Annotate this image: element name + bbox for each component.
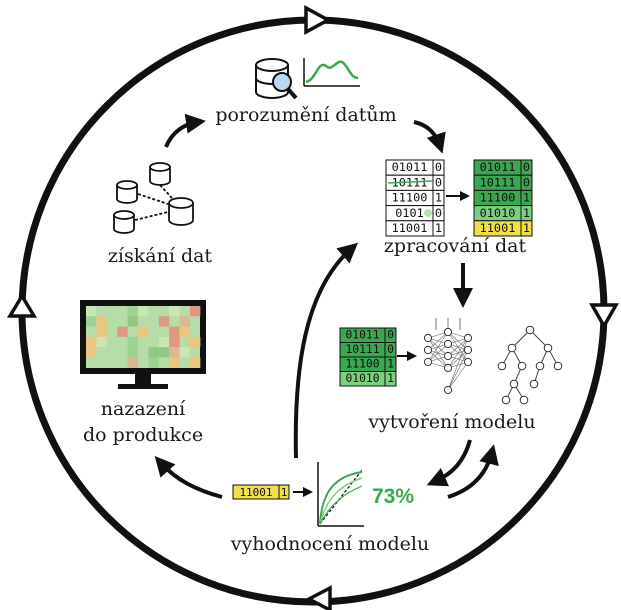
table-cell <box>520 220 533 237</box>
stage-understanding-label: porozumění datům <box>215 104 396 126</box>
accuracy-value: 73% <box>372 485 414 508</box>
stage-collection-label: získání dat <box>108 245 213 267</box>
table-label-bit: 0 <box>435 160 442 174</box>
ring-arrow-bottom <box>305 585 332 610</box>
removed-row-mark <box>387 180 435 184</box>
arrow-evaluation-to-processing <box>293 242 359 459</box>
ring-arrow-top <box>304 5 332 35</box>
model-input-table: 01011 0 10111 0 11100 1 01010 1 <box>339 327 397 387</box>
table-bits: 11100 <box>345 358 379 371</box>
table-label-bit: 0 <box>387 329 394 342</box>
table-bits: 01011 <box>480 160 516 174</box>
table-label-bit: 1 <box>523 191 530 205</box>
distribution-chart-icon <box>303 58 360 87</box>
stage-processing-label: zpracování dat <box>384 235 527 257</box>
table-label-bit: 1 <box>387 358 394 371</box>
monitor-dashboard-icon <box>80 300 206 389</box>
eval-bits: 11001 <box>239 486 272 499</box>
evaluation-data-row: 11001 1 <box>232 484 290 500</box>
table-label-bit: 1 <box>435 191 442 205</box>
table-cell <box>384 371 397 387</box>
table-bits: 11100 <box>392 191 428 205</box>
eval-label-bit: 1 <box>281 486 288 499</box>
table-bits: 01011 <box>345 329 379 342</box>
arrow-evaluation-to-modeling <box>447 444 499 499</box>
arrow-modeling-to-evaluation <box>426 439 472 487</box>
table-bits: 11001 <box>480 221 516 235</box>
table-label-bit: 1 <box>523 221 530 235</box>
table-label-bit: 1 <box>523 206 530 220</box>
table-bits: 10111 <box>480 175 516 189</box>
table-bits: 01010 <box>480 206 516 220</box>
table-bits: 0101 <box>395 206 424 220</box>
decision-tree-icon <box>497 325 563 405</box>
table-label-bit: 1 <box>387 372 394 385</box>
table-bits: 01010 <box>345 372 379 385</box>
arrow-understanding-to-processing <box>413 120 446 154</box>
table-bits: 10111 <box>345 343 379 356</box>
table-cell <box>432 220 445 237</box>
table-bits: 11001 <box>392 221 428 235</box>
neural-network-icon <box>423 318 473 395</box>
ring-arrow-left <box>6 292 38 318</box>
arrow-evaluation-to-deployment <box>154 456 223 499</box>
stage-deployment-label-line1: nazazení <box>101 398 186 420</box>
ring-arrow-right <box>588 303 620 330</box>
table-label-bit: 0 <box>435 175 442 189</box>
stage-modeling-label: vytvoření modelu <box>367 411 535 433</box>
table-label-bit: 0 <box>523 160 530 174</box>
table-bits: 01011 <box>392 160 428 174</box>
table-label-bit: 0 <box>387 343 394 356</box>
database-search-icon <box>255 58 298 100</box>
missing-value-mark <box>424 209 432 217</box>
arrow-collection-to-understanding <box>164 113 206 148</box>
table-label-bit: 0 <box>435 206 442 220</box>
table-bits: 11100 <box>480 191 516 205</box>
databases-icon <box>113 162 194 234</box>
stage-evaluation-label: vyhodnocení modelu <box>230 533 429 555</box>
stage-deployment-label-line2: do produkce <box>83 424 203 446</box>
table-label-bit: 0 <box>523 175 530 189</box>
table-label-bit: 1 <box>435 221 442 235</box>
roc-curve-icon <box>317 462 364 527</box>
